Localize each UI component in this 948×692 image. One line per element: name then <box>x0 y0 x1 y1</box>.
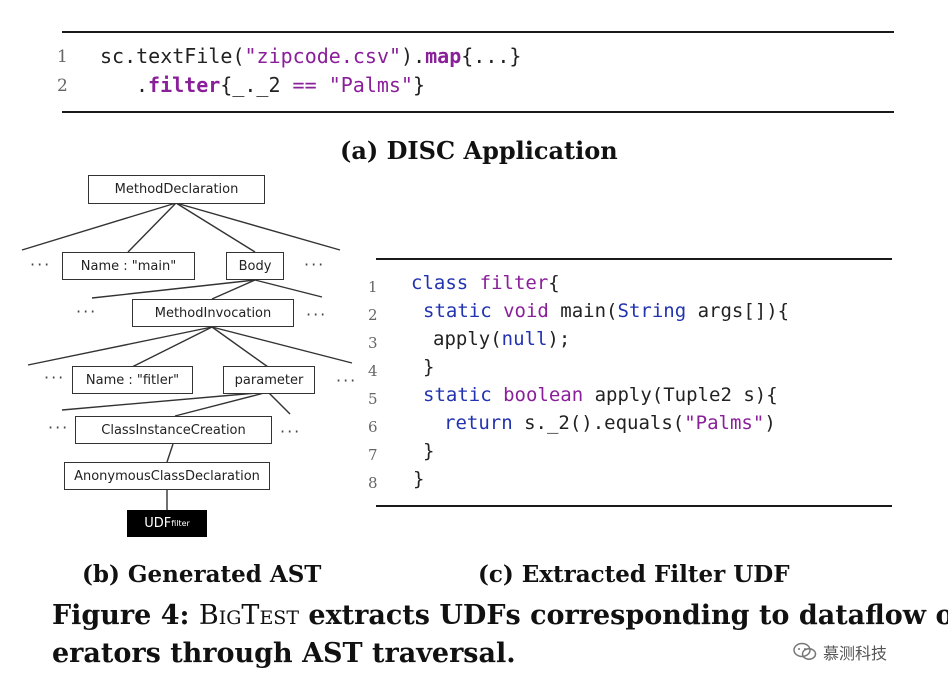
code-text <box>468 272 479 294</box>
code-text: apply(Tuple2 s){ <box>583 384 778 406</box>
ast-node-name-fitler: Name : "fitler" <box>72 366 193 394</box>
line-number: 2 <box>57 76 68 96</box>
watermark: 慕测科技 <box>793 640 887 664</box>
line-number: 7 <box>368 446 378 464</box>
line-number: 6 <box>368 418 378 436</box>
code-keyword: void <box>503 300 549 322</box>
figure-caption-line-1: Figure 4: BigTest extracts UDFs correspo… <box>52 600 948 631</box>
udf-code-line-1: class filter{ <box>411 272 560 294</box>
panel-c-top-rule <box>376 258 892 260</box>
code-text: s._2().equals( <box>512 412 685 434</box>
tool-name: BigTest <box>198 600 299 631</box>
code-line-1: sc.textFile("zipcode.csv").map{...} <box>100 44 521 68</box>
line-number: 2 <box>368 306 378 324</box>
udf-label: UDF <box>144 516 172 531</box>
ast-node-parameter: parameter <box>223 366 315 394</box>
code-text: sc.textFile( <box>100 44 245 68</box>
udf-code-line-7: } <box>423 440 435 462</box>
udf-code-line-5: static boolean apply(Tuple2 s){ <box>423 384 778 406</box>
ellipsis: ··· <box>76 302 98 321</box>
code-keyword: filter <box>148 73 221 97</box>
figure-caption-line-2: erators through AST traversal. <box>52 638 516 669</box>
wechat-icon <box>793 642 817 660</box>
ellipsis: ··· <box>336 371 358 390</box>
ast-node-anonymous-class-declaration: AnonymousClassDeclaration <box>64 462 270 490</box>
code-keyword: null <box>501 328 548 350</box>
ellipsis: ··· <box>48 418 70 437</box>
line-number: 3 <box>368 334 378 352</box>
udf-code-line-8: } <box>413 468 425 490</box>
code-text: ); <box>547 328 571 350</box>
ast-edges <box>21 202 353 510</box>
caption-text: extracts UDFs corresponding to dataflow … <box>299 600 948 631</box>
code-text: args[]){ <box>686 300 790 322</box>
line-number: 1 <box>368 278 378 296</box>
panel-c-caption: (c) Extracted Filter UDF <box>478 561 790 588</box>
udf-code-line-4: } <box>423 356 435 378</box>
code-keyword: static <box>423 300 492 322</box>
udf-code-line-6: return s._2().equals("Palms") <box>444 412 776 434</box>
code-keyword: boolean <box>503 384 584 406</box>
udf-subscript: filter <box>171 519 190 528</box>
ast-node-class-instance-creation: ClassInstanceCreation <box>75 416 272 444</box>
ellipsis: ··· <box>44 368 66 387</box>
code-string: "zipcode.csv" <box>244 44 402 68</box>
ast-node-body: Body <box>226 252 284 280</box>
figure-label: Figure 4: <box>52 600 190 631</box>
code-keyword: return <box>444 412 513 434</box>
udf-code-line-2: static void main(String args[]){ <box>423 300 789 322</box>
code-keyword: filter <box>479 272 549 294</box>
code-text: . <box>136 73 149 97</box>
watermark-text: 慕测科技 <box>823 644 888 663</box>
code-string: "Palms" <box>684 412 765 434</box>
code-text <box>317 73 329 97</box>
ast-node-method-declaration: MethodDeclaration <box>88 175 265 204</box>
code-keyword: class <box>411 272 469 294</box>
ellipsis: ··· <box>304 255 326 274</box>
code-string: "Palms" <box>328 73 413 97</box>
ellipsis: ··· <box>306 305 328 324</box>
panel-a-caption: (a) DISC Application <box>340 136 618 165</box>
line-number: 1 <box>57 47 68 67</box>
ast-node-method-invocation: MethodInvocation <box>132 299 294 327</box>
code-text: { <box>548 272 560 294</box>
code-keyword: static <box>423 384 492 406</box>
code-text: apply( <box>433 328 502 350</box>
line-number: 8 <box>368 474 378 492</box>
ast-node-name-main: Name : "main" <box>62 252 195 280</box>
code-text: main( <box>548 300 618 322</box>
panel-b-caption: (b) Generated AST <box>82 561 322 588</box>
code-text <box>492 300 503 322</box>
code-text <box>492 384 503 406</box>
line-number: 5 <box>368 390 378 408</box>
code-text: ) <box>764 412 776 434</box>
code-text: ). <box>401 44 426 68</box>
code-line-2: .filter{_._2 == "Palms"} <box>136 73 425 97</box>
panel-c-bottom-rule <box>376 505 892 507</box>
ellipsis: ··· <box>280 422 302 441</box>
code-text: {_._2 <box>220 73 293 97</box>
ellipsis: ··· <box>30 255 52 274</box>
code-text: {...} <box>461 44 522 68</box>
panel-a-top-rule <box>62 31 894 33</box>
code-keyword: map <box>425 44 462 68</box>
code-text: } <box>412 73 426 97</box>
line-number: 4 <box>368 362 378 380</box>
code-keyword: String <box>617 300 687 322</box>
code-operator: == <box>292 73 317 97</box>
udf-code-line-3: apply(null); <box>433 328 570 350</box>
panel-a-bottom-rule <box>62 111 894 113</box>
